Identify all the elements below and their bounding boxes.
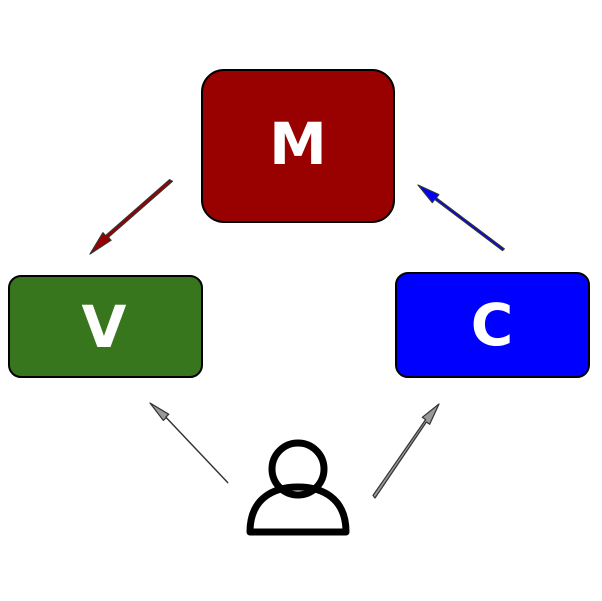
view-box: [8, 275, 203, 378]
arrow-controller-to-model: [417, 184, 505, 252]
view-node: V: [8, 275, 203, 378]
controller-node: C: [395, 272, 590, 378]
person-body: [246, 483, 350, 536]
view-label: V: [82, 293, 127, 361]
model-box: [201, 69, 395, 223]
person-head: [268, 439, 328, 499]
arrow-user-to-view: [149, 402, 229, 484]
controller-box: [395, 272, 590, 378]
model-node: M: [201, 69, 395, 223]
arrow-user-to-controller: [372, 403, 440, 499]
controller-label: C: [471, 291, 514, 359]
person-icon: [246, 439, 350, 536]
model-label: M: [269, 110, 327, 178]
arrow-model-to-view: [89, 179, 173, 255]
